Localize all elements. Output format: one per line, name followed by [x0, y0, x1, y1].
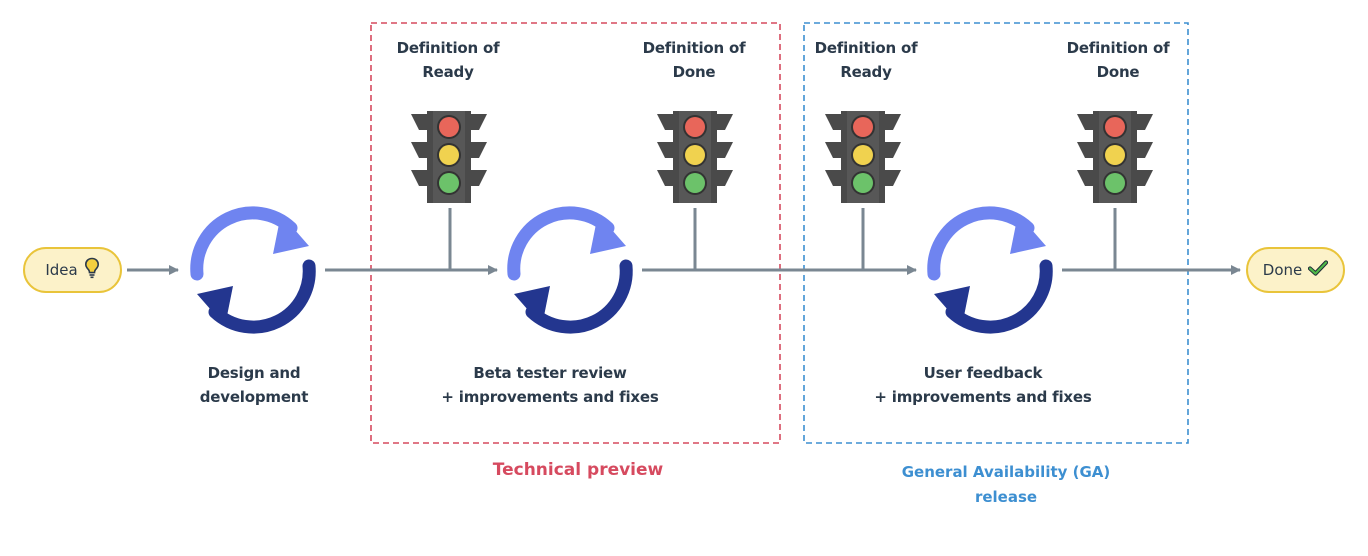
cycle-arrows-icon	[934, 213, 1046, 327]
cycle-arrows-icon	[197, 213, 309, 327]
lightbulb-icon	[84, 257, 100, 283]
traffic-light-icon	[825, 111, 901, 203]
ga-release-box	[803, 22, 1189, 444]
cycle-label-beta: Beta tester review+ improvements and fix…	[441, 364, 659, 406]
technical-preview-box	[370, 22, 781, 444]
traffic-light-icon	[657, 111, 733, 203]
traffic-light-icon	[1077, 111, 1153, 203]
cycle-arrows-icon	[514, 213, 626, 327]
checkmark-icon	[1308, 260, 1329, 280]
done-label: Done	[1262, 261, 1303, 279]
phase-title-ga-release: General Availability (GA) release	[901, 463, 1111, 506]
traffic-light-icon	[411, 111, 487, 203]
idea-node: Idea	[23, 247, 122, 293]
idea-label: Idea	[45, 261, 78, 279]
done-node: Done	[1246, 247, 1345, 293]
phase-title-technical-preview: Technical preview	[492, 460, 664, 480]
cycle-label-feedback: User feedback+ improvements and fixes	[874, 364, 1092, 406]
